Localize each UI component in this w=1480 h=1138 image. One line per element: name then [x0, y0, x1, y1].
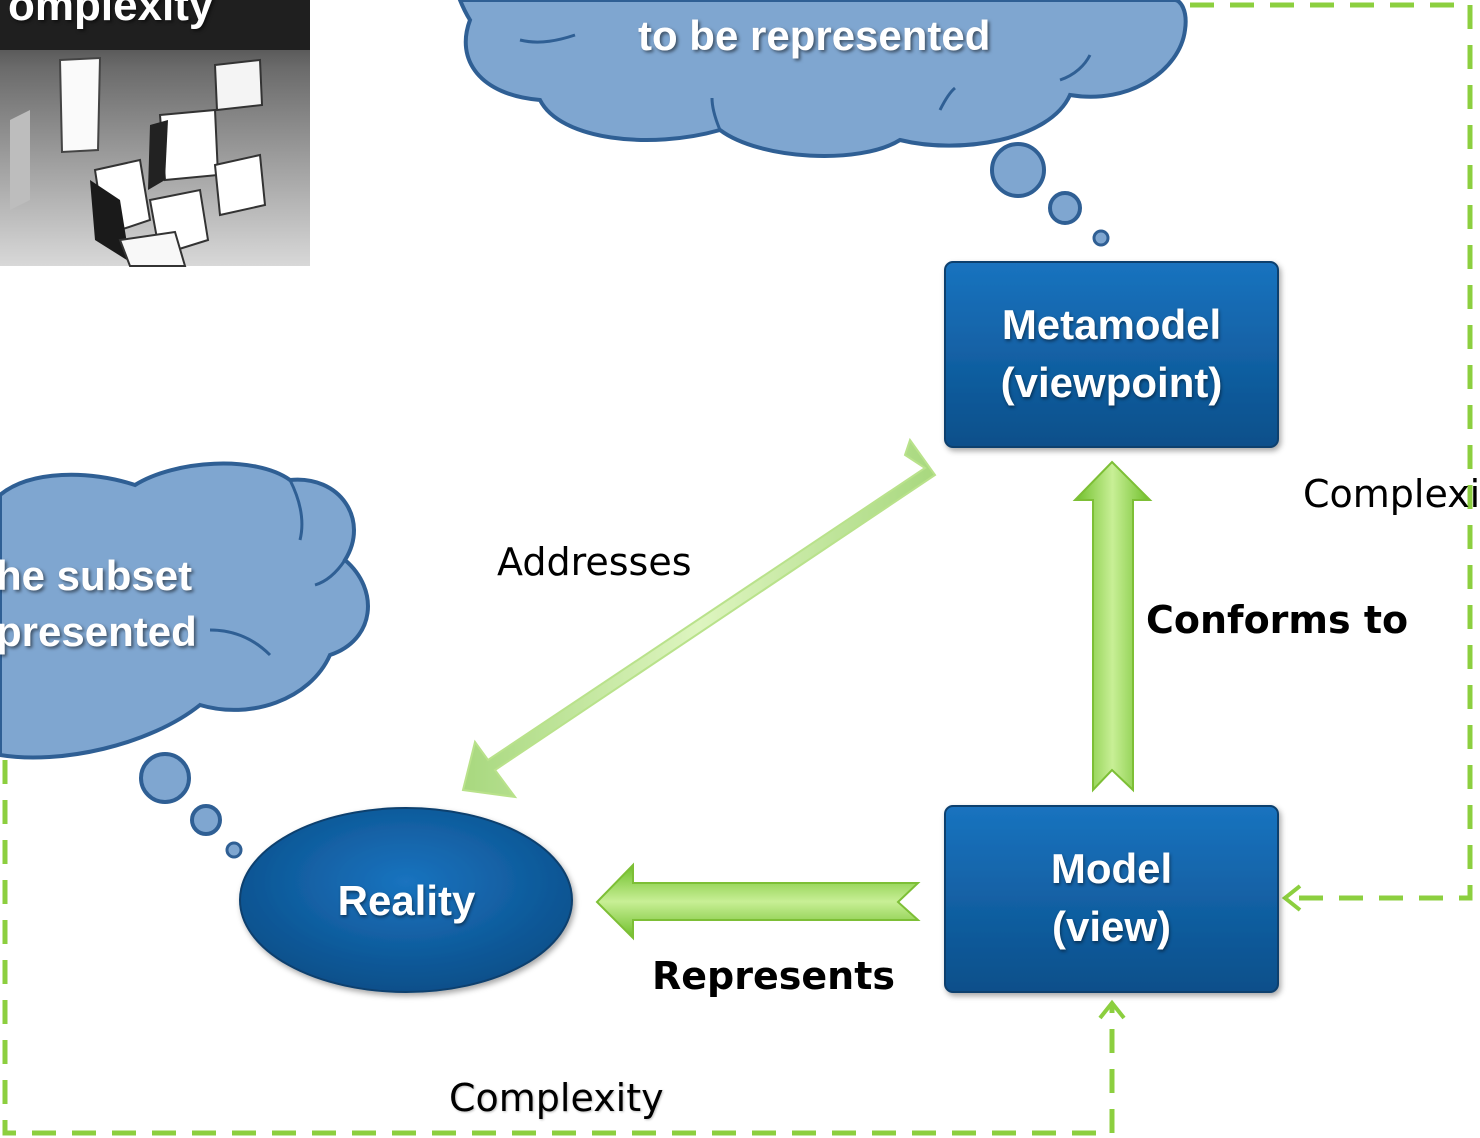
- reality-label: Reality: [337, 877, 476, 924]
- reality-ellipse[interactable]: [239, 807, 573, 993]
- image-panel-caption: omplexity: [8, 0, 214, 30]
- represents-arrow: [595, 862, 921, 941]
- metamodel-box[interactable]: [944, 261, 1279, 448]
- cloud-left-line2: presented: [0, 608, 197, 655]
- cloud-top-text: to be represented: [638, 12, 991, 59]
- cloud-left: [0, 461, 370, 760]
- complexity-bottom-label: Complexity: [449, 1076, 664, 1120]
- city-blocks-image: [0, 0, 310, 267]
- represents-label: Represents: [652, 954, 895, 998]
- thought-bubbles-left: [139, 752, 243, 859]
- model-label: Model (view): [945, 840, 1278, 956]
- metamodel-line2: (viewpoint): [1000, 359, 1223, 406]
- addresses-arrow: [461, 437, 937, 799]
- cloud-top: [457, 0, 1188, 158]
- complexity-dashed-right: [1190, 2, 1473, 912]
- thought-bubbles-top: [990, 142, 1110, 247]
- model-box[interactable]: [944, 805, 1279, 993]
- metamodel-label: Metamodel (viewpoint): [945, 296, 1278, 412]
- addresses-label: Addresses: [497, 540, 692, 584]
- conforms-to-arrow: [1072, 460, 1153, 793]
- complexity-right-label: Complexi: [1303, 472, 1480, 516]
- complexity-dashed-bottom: [2, 760, 1126, 1136]
- model-line1: Model: [1050, 845, 1173, 892]
- conforms-to-label: Conforms to: [1146, 598, 1409, 642]
- model-line2: (view): [1051, 903, 1172, 950]
- cloud-left-line1: he subset: [0, 552, 193, 599]
- metamodel-line1: Metamodel: [1001, 301, 1222, 348]
